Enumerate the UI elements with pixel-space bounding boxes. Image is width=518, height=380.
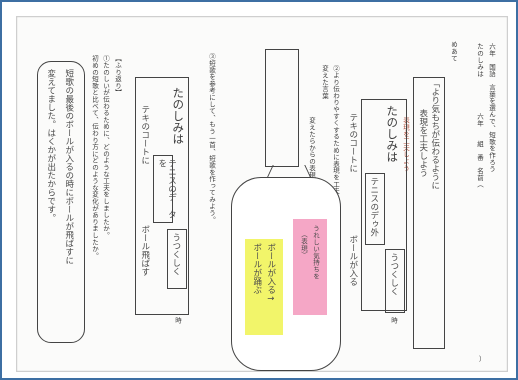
yellow-note-line1: ボールが入る→ bbox=[265, 243, 276, 304]
left-poem-line4-box bbox=[167, 229, 187, 289]
name-close-paren: ） bbox=[479, 355, 486, 363]
reflection-heading: 【ふり返り】 bbox=[113, 55, 122, 96]
worksheet-title: 六年 国語 言葉を選んで、短歌を作ろう bbox=[487, 43, 496, 173]
right-poem-box bbox=[361, 99, 407, 311]
left-poem-box bbox=[135, 77, 189, 315]
aim-handwriting-1: 「より気もちが伝わるように bbox=[429, 79, 440, 190]
right-poem-line2: テキのコートに bbox=[347, 113, 358, 173]
right-poem-line3: ボールが入る bbox=[347, 235, 358, 286]
aim-red-note: 表現を工夫しよう bbox=[401, 117, 410, 172]
pink-sticky-note bbox=[293, 219, 327, 315]
reflection-answer-2: 変えてました。はくかが出たからです。 bbox=[45, 69, 56, 222]
yellow-note-line2: ボールが踊ぶ bbox=[251, 243, 262, 294]
left-poem-opening: たのしみは bbox=[171, 87, 186, 145]
pink-note-line1: うれしい気持ちを bbox=[311, 225, 320, 280]
left-poem-line3: ボール飛ばす bbox=[139, 225, 150, 276]
pink-note-line2: （表現） bbox=[299, 231, 308, 259]
left-poem-line1-box bbox=[153, 155, 173, 223]
left-poem-line1: テニスのデータを bbox=[156, 159, 177, 219]
right-poem-line4-box bbox=[385, 249, 405, 313]
right-poem-line1: テニスのデゥ外 bbox=[368, 177, 379, 237]
worksheet: 六年 国語 言葉を選んで、短歌を作ろう たのしみは 六年 組 番 名前（ ） め… bbox=[16, 16, 508, 372]
aim-box bbox=[413, 77, 445, 349]
right-poem-ending: 時 bbox=[389, 317, 398, 324]
left-poem-line2: テキのコートに bbox=[139, 105, 150, 165]
reflection-q1: ①たのしいが伝わるために、どのような工夫をしましたか。 bbox=[101, 55, 110, 239]
instruction-2: ②より伝わりやすくするために表現を工夫しよう。 bbox=[331, 65, 340, 222]
right-poem-line1-box bbox=[365, 173, 385, 245]
blank-answer-box bbox=[265, 49, 299, 167]
aim-label: めあて bbox=[449, 41, 458, 62]
instruction-box-label: 変えたらからの表現 bbox=[307, 117, 316, 179]
right-poem-line4: うつくしく bbox=[388, 253, 399, 296]
yellow-sticky-note bbox=[245, 239, 283, 335]
worksheet-subtitle: たのしみは bbox=[475, 43, 484, 77]
left-poem-line4: うつくしく bbox=[170, 233, 181, 276]
reflection-answer-1: 短歌の最後のボールが入るの時にボールが飛ばすに bbox=[63, 69, 74, 265]
left-poem-ending: 時 bbox=[173, 317, 182, 324]
right-poem-opening: たのしみは bbox=[385, 105, 400, 163]
reflection-q2: 初めの短歌と比べて、伝わり方にどのような変化がありましたか。 bbox=[90, 55, 99, 259]
reflection-answer-box bbox=[37, 61, 85, 343]
aim-handwriting-2: 表現を工夫しよう bbox=[417, 109, 428, 177]
instruction-2b: 変えた言葉 bbox=[320, 65, 329, 99]
student-info: 六年 組 番 名前（ bbox=[475, 113, 484, 188]
instruction-3: ③短歌を参考にして、もう一首、短歌を作ってみよう。 bbox=[207, 53, 216, 223]
